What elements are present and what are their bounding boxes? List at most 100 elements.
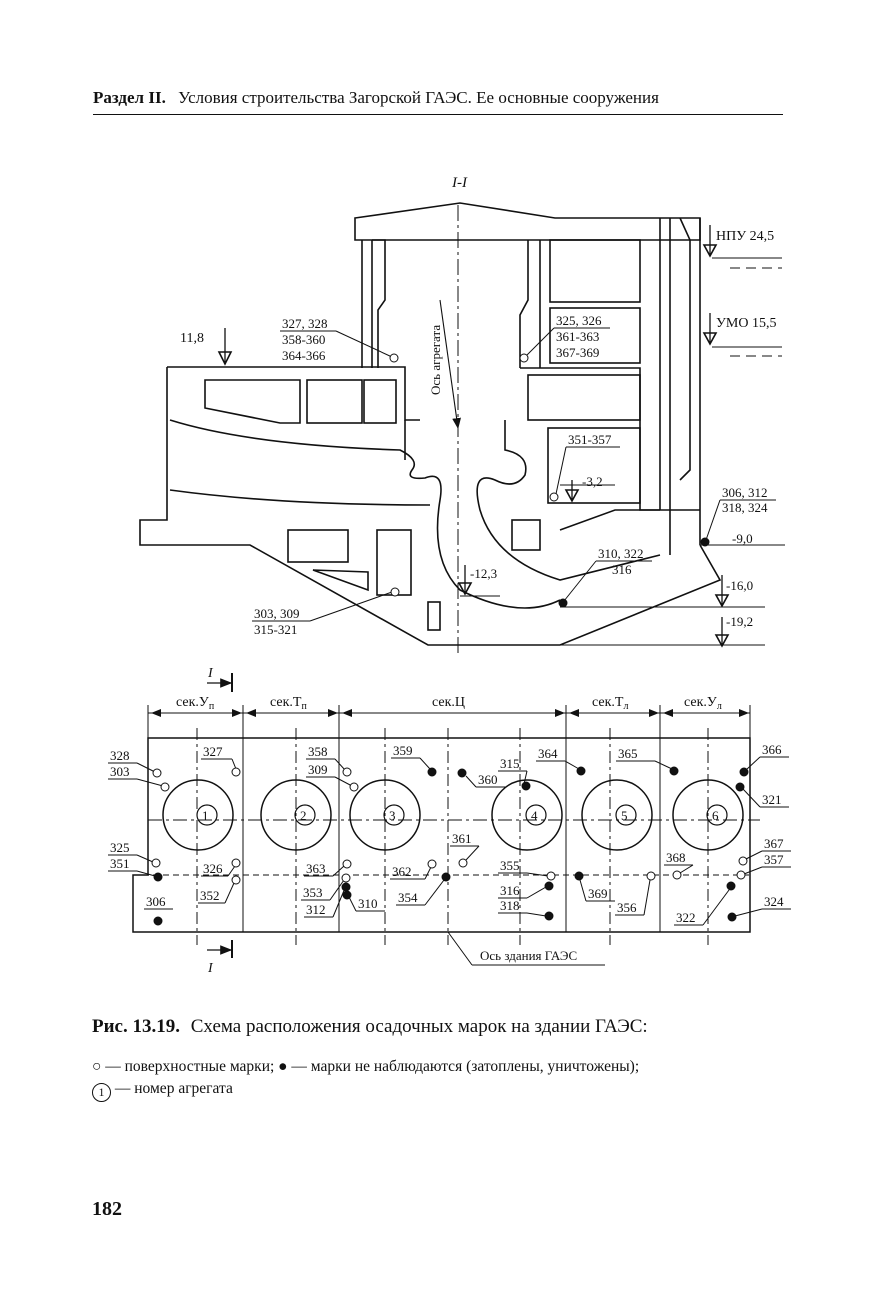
- mark-309: 309: [308, 762, 328, 777]
- sec-mark-e1: 310, 322: [598, 546, 644, 561]
- legend-unit-text: — номер агрегата: [114, 1080, 233, 1097]
- level-11-8: 11,8: [180, 331, 204, 346]
- mark-325: 325: [110, 840, 130, 855]
- level-minus-16-0: -16,0: [726, 578, 753, 593]
- mark-321: 321: [762, 792, 782, 807]
- plan-drawing: I I сек.Уп сек.Тп сек.Ц сек.Тл сек.Ул: [108, 666, 791, 976]
- mark-355: 355: [500, 858, 520, 873]
- legend-open-text: — поверхностные марки;: [105, 1058, 275, 1075]
- cut-label-bottom: I: [207, 961, 214, 976]
- figure-13-19: I-I Ось аг: [108, 175, 791, 976]
- svg-text:сек.Тл: сек.Тл: [592, 695, 628, 712]
- sec-mark-f2: 315-321: [254, 622, 297, 637]
- mark-351: 351: [110, 856, 130, 871]
- level-minus-9-0: -9,0: [732, 531, 753, 546]
- section-sub-3: л: [623, 701, 628, 712]
- section-headings: сек.Уп сек.Тп сек.Ц сек.Тл сек.Ул: [176, 695, 722, 712]
- header-title: Условия строительства Загорской ГАЭС. Ее…: [178, 88, 659, 107]
- sec-mark-d1: 306, 312: [722, 485, 768, 500]
- figure-legend: ○ — поверхностные марки; ● — марки не на…: [92, 1056, 814, 1102]
- legend-unit-symbol: 1: [92, 1083, 111, 1102]
- legend-filled-text: — марки не наблюдаются (затоплены, уничт…: [291, 1058, 640, 1075]
- mark-368: 368: [666, 850, 686, 865]
- page-number: 182: [92, 1198, 122, 1220]
- figure-caption: Рис. 13.19. Схема расположения осадочных…: [92, 1016, 812, 1038]
- mark-328: 328: [110, 748, 130, 763]
- cut-label-top: I: [207, 666, 214, 681]
- unit-axis-label: Ось агрегата: [428, 325, 443, 395]
- unit-circles: 1 2 3 4 5 6: [162, 779, 744, 851]
- mark-357: 357: [764, 852, 784, 867]
- svg-text:сек.Уп: сек.Уп: [176, 695, 215, 712]
- section-sub-1: п: [301, 701, 307, 712]
- mark-306: 306: [146, 894, 166, 909]
- section-sub-4: л: [717, 701, 722, 712]
- mark-360: 360: [478, 772, 498, 787]
- svg-text:сек.Тп: сек.Тп: [270, 695, 307, 712]
- level-npu: НПУ 24,5: [716, 229, 774, 244]
- sec-mark-e2: 316: [612, 562, 632, 577]
- sec-mark-c1: 351-357: [568, 432, 612, 447]
- mark-362: 362: [392, 864, 412, 879]
- mark-353: 353: [303, 885, 323, 900]
- building-axis-label: Ось здания ГАЭС: [480, 948, 577, 963]
- section-2: сек.Ц: [432, 695, 465, 710]
- unit-2: 2: [300, 808, 307, 823]
- unit-1: 1: [202, 808, 209, 823]
- unit-4: 4: [531, 808, 538, 823]
- running-header: Раздел II. Условия строительства Загорск…: [93, 88, 783, 115]
- level-umo: УМО 15,5: [716, 316, 776, 331]
- mark-322: 322: [676, 910, 696, 925]
- cross-section-drawing: I-I Ось аг: [139, 175, 785, 655]
- sec-mark-a1: 327, 328: [282, 316, 328, 331]
- level-minus-3-2: -3,2: [582, 474, 603, 489]
- mark-358: 358: [308, 744, 328, 759]
- unit-6: 6: [712, 808, 719, 823]
- mark-327: 327: [203, 744, 223, 759]
- mark-366: 366: [762, 742, 782, 757]
- section-1: сек.Т: [270, 695, 302, 710]
- mark-315: 315: [500, 756, 520, 771]
- mark-303: 303: [110, 764, 130, 779]
- mark-354: 354: [398, 890, 418, 905]
- caption-text: Схема расположения осадочных марок на зд…: [190, 1016, 648, 1037]
- plan-marks: 328 303 327 325 351 326 352 306 358 309 …: [108, 742, 791, 926]
- sec-mark-d2: 318, 324: [722, 500, 768, 515]
- level-minus-19-2: -19,2: [726, 614, 753, 629]
- section-label: I-I: [451, 175, 468, 191]
- mark-365: 365: [618, 746, 638, 761]
- legend-filled-symbol: ●: [278, 1058, 288, 1075]
- svg-text:сек.Ул: сек.Ул: [684, 695, 722, 712]
- mark-326: 326: [203, 861, 223, 876]
- mark-318: 318: [500, 898, 520, 913]
- sec-mark-a2: 358-360: [282, 332, 325, 347]
- mark-312: 312: [306, 902, 326, 917]
- unit-5: 5: [621, 808, 628, 823]
- section-4: сек.У: [684, 695, 717, 710]
- mark-310: 310: [358, 896, 378, 911]
- mark-363: 363: [306, 861, 326, 876]
- mark-324: 324: [764, 894, 784, 909]
- mark-369: 369: [588, 886, 608, 901]
- sec-mark-b1: 325, 326: [556, 313, 602, 328]
- mark-352: 352: [200, 888, 220, 903]
- mark-316: 316: [500, 883, 520, 898]
- mark-359: 359: [393, 743, 413, 758]
- caption-label: Рис. 13.19.: [92, 1016, 180, 1037]
- section-3: сек.Т: [592, 695, 624, 710]
- header-section: Раздел II.: [93, 88, 166, 107]
- level-minus-12-3: -12,3: [470, 566, 497, 581]
- mark-356: 356: [617, 900, 637, 915]
- unit-3: 3: [389, 808, 396, 823]
- svg-text:сек.Ц: сек.Ц: [432, 695, 465, 710]
- sec-mark-b3: 367-369: [556, 345, 599, 360]
- sec-mark-b2: 361-363: [556, 329, 599, 344]
- sec-mark-a3: 364-366: [282, 348, 326, 363]
- mark-364: 364: [538, 746, 558, 761]
- section-sub-0: п: [209, 701, 215, 712]
- legend-open-symbol: ○: [92, 1058, 102, 1075]
- section-0: сек.У: [176, 695, 209, 710]
- mark-361: 361: [452, 831, 472, 846]
- sec-mark-f1: 303, 309: [254, 606, 300, 621]
